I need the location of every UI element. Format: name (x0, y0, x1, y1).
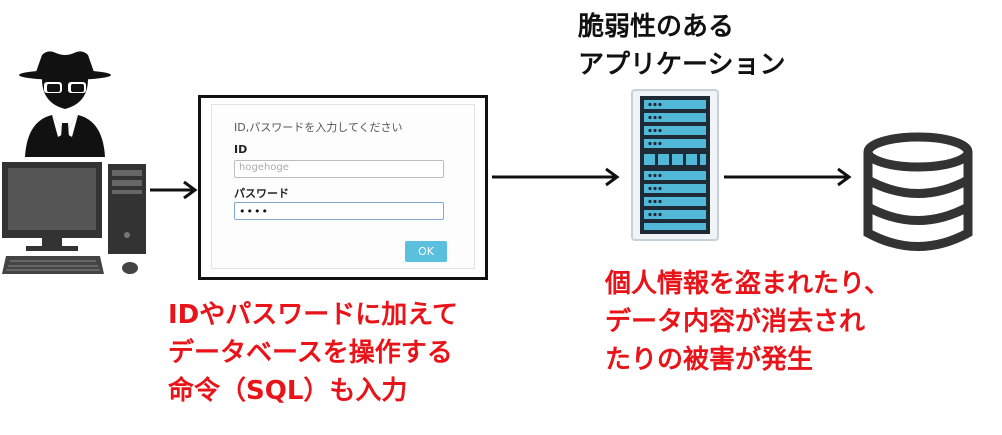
database-icon (863, 132, 973, 251)
arrow-icon (724, 167, 852, 187)
ok-button[interactable]: OK (405, 241, 447, 262)
sql-note-line: 命令（SQL）も入力 (168, 376, 408, 406)
app-title-line: アプリケーション (578, 50, 786, 80)
id-label: ID (234, 143, 248, 156)
login-dialog: ID,パスワードを入力してください ID hogehoge パスワード ••••… (198, 95, 488, 280)
sql-note-line: IDやパスワードに加えて (168, 300, 458, 330)
sql-note-line: データベースを操作する (168, 338, 453, 368)
arrow-icon (150, 180, 198, 200)
password-label: パスワード (234, 187, 289, 200)
hacker-icon (19, 51, 111, 157)
id-field[interactable]: hogehoge (234, 160, 444, 178)
dialog-title: ID,パスワードを入力してください (234, 121, 403, 134)
app-title-line: 脆弱性のある (578, 12, 735, 42)
desktop-computer-icon (2, 162, 146, 274)
damage-note-line: データ内容が消去され (605, 307, 866, 337)
sql-injection-note: IDやパスワードに加えて データベースを操作する 命令（SQL）も入力 (168, 296, 588, 410)
damage-note: 個人情報を盗まれたり、 データ内容が消去され たりの被害が発生 (605, 265, 965, 379)
app-title: 脆弱性のある アプリケーション (578, 8, 898, 84)
damage-note-line: たりの被害が発生 (605, 345, 814, 375)
password-field[interactable]: •••• (234, 202, 444, 220)
arrow-icon (492, 167, 620, 187)
server-icon (631, 89, 719, 241)
damage-note-line: 個人情報を盗まれたり、 (605, 269, 890, 299)
login-dialog-panel: ID,パスワードを入力してください ID hogehoge パスワード ••••… (211, 104, 475, 269)
